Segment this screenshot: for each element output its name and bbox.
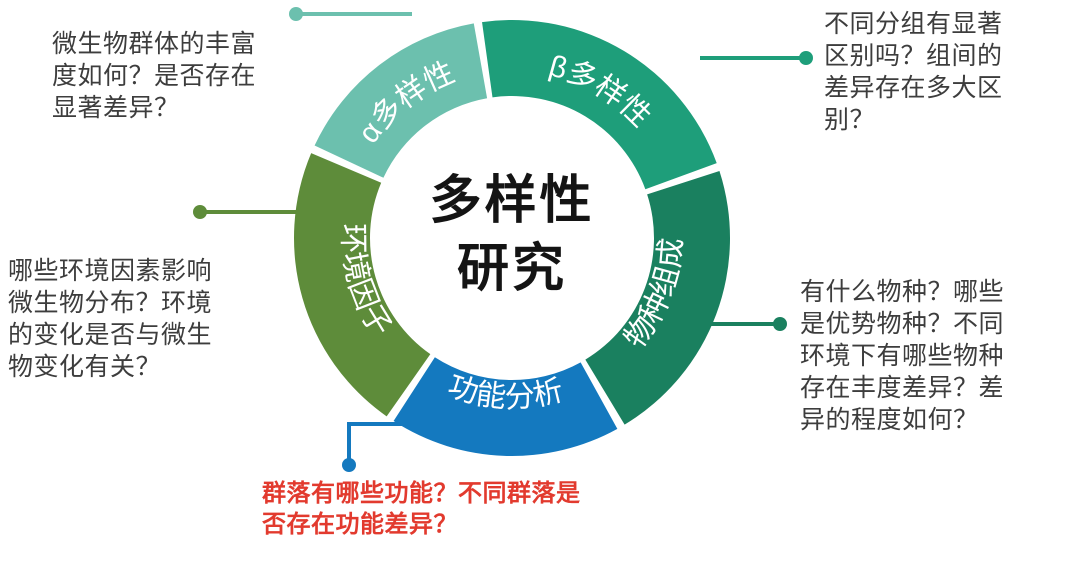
donut-segment-environment[interactable]: [294, 153, 431, 417]
center-title-line1: 多样性: [429, 172, 594, 230]
donut-segment-alpha[interactable]: [314, 23, 488, 178]
connector-species: [700, 317, 787, 331]
connector-beta: [700, 51, 813, 65]
annotation-species: 有什么物种？哪些 是优势物种？不同 环境下有哪些物种 存在丰度差异？差 异的程度…: [800, 278, 1005, 434]
annotation-function: 群落有哪些功能？不同群落是 否存在功能差异？: [262, 480, 581, 539]
center-title: 多样性 研究: [429, 172, 594, 298]
center-title-line2: 研究: [457, 240, 567, 298]
connector-alpha: [289, 7, 412, 21]
donut-wheel: [294, 20, 730, 456]
annotation-alpha-diversity: 微生物群体的丰富 度如何？是否存在 显著差异？: [52, 30, 257, 122]
connector-environment: [193, 205, 305, 219]
connector-group: [193, 7, 813, 472]
donut-segment-beta[interactable]: [482, 20, 717, 190]
donut-segment-function[interactable]: [393, 357, 618, 456]
donut-segment-species[interactable]: [585, 170, 730, 425]
annotation-beta-diversity: 不同分组有显著 区别吗？组间的 差异存在多大区 别？: [824, 10, 1003, 134]
annotation-environment: 哪些环境因素影响 微生物分布？环境 的变化是否与微生 物变化有关？: [8, 257, 213, 381]
